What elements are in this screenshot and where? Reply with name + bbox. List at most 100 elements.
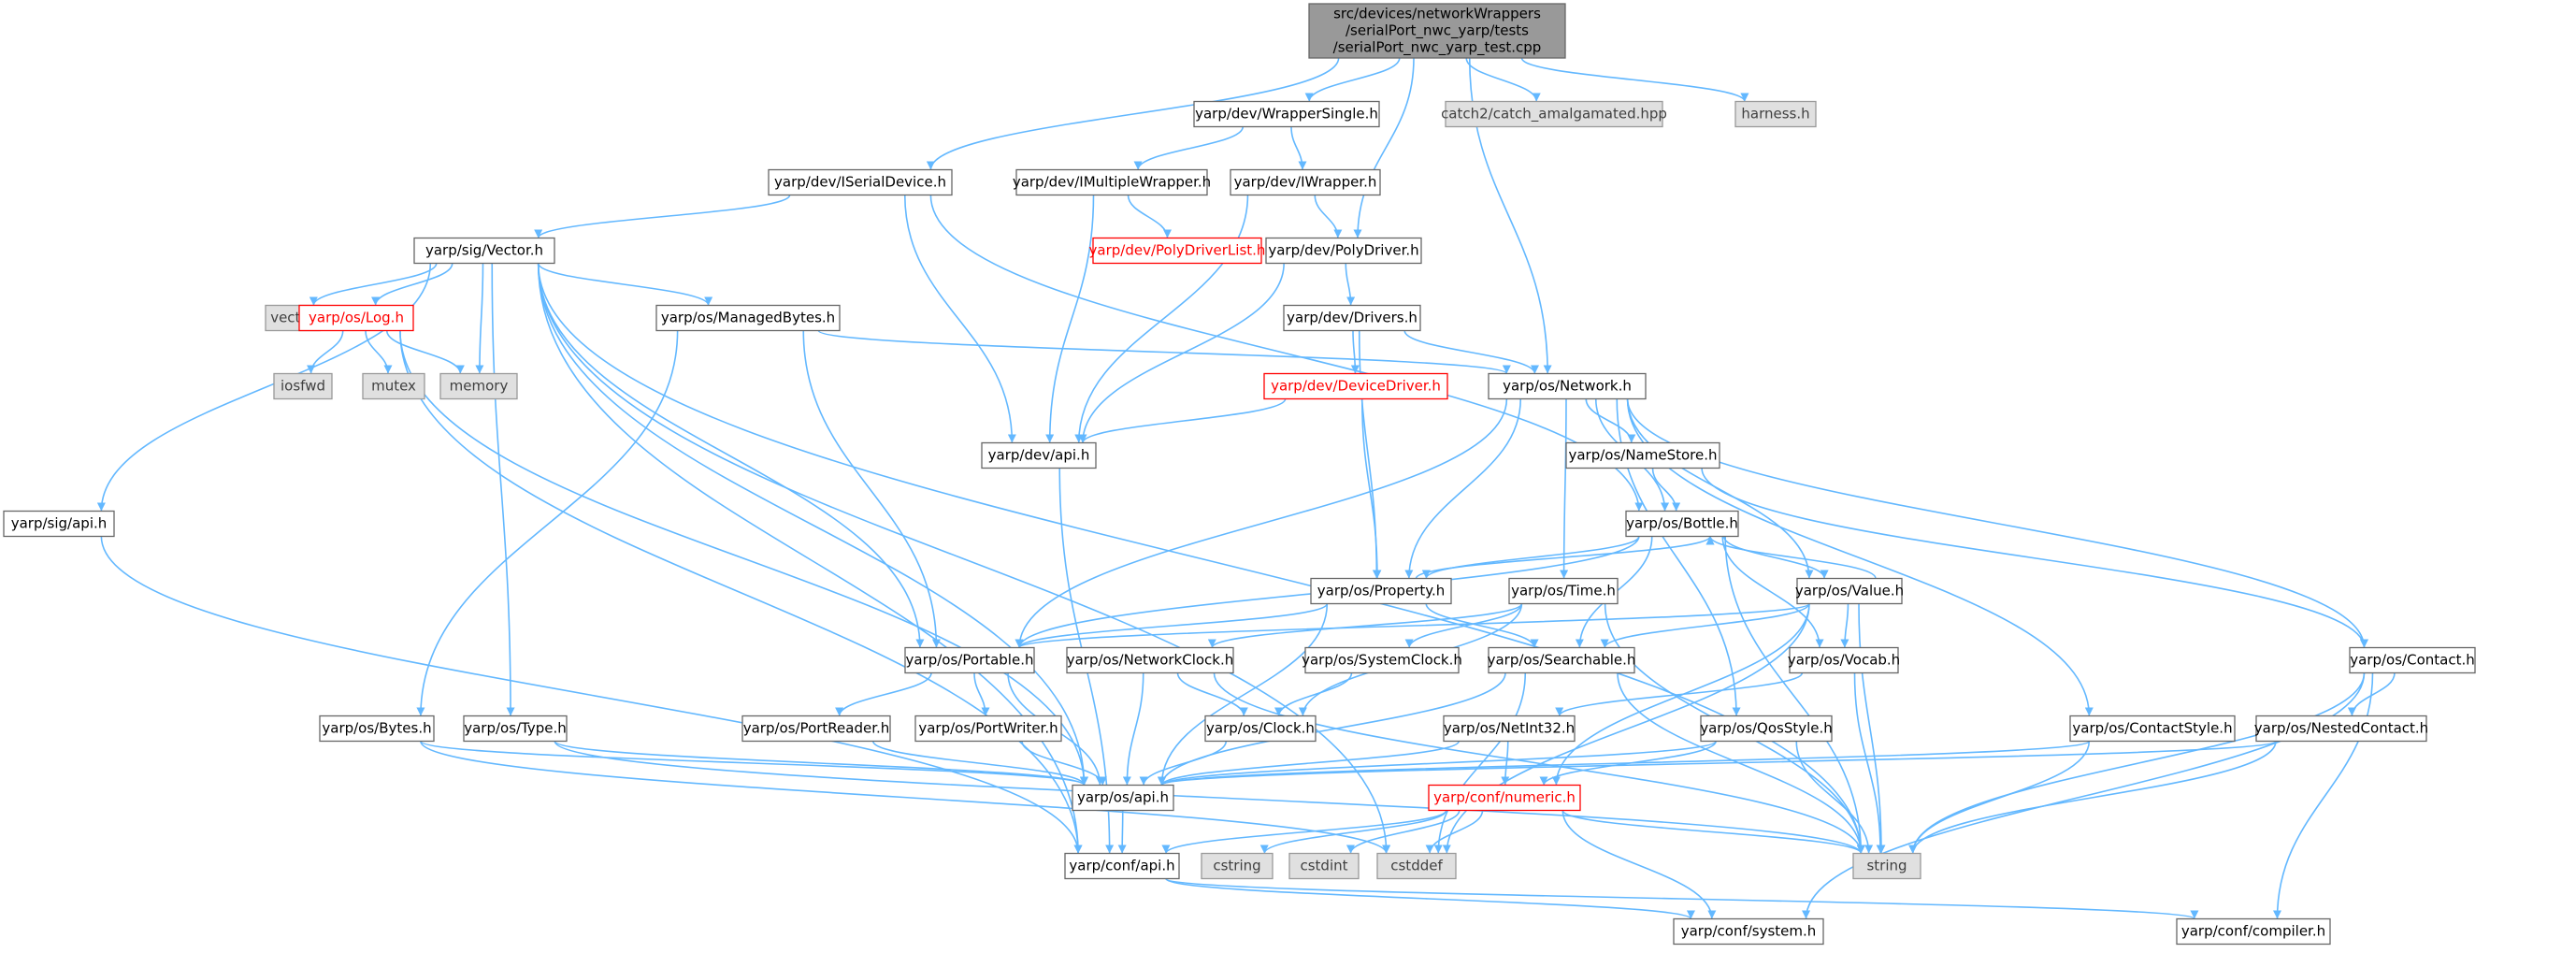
node-value[interactable]: yarp/os/Value.h: [1795, 577, 1904, 605]
node-label: yarp/dev/PolyDriverList.h: [1089, 242, 1266, 259]
node-label: /serialPort_nwc_yarp/tests: [1346, 22, 1529, 40]
node-string[interactable]: string: [1852, 852, 1921, 880]
node-label: yarp/dev/IWrapper.h: [1234, 174, 1377, 191]
edge-sigvector-to-portable: [537, 263, 925, 648]
node-imultiplewrapper[interactable]: yarp/dev/IMultipleWrapper.h: [1013, 168, 1211, 196]
edge-systemclock-to-clock: [1274, 672, 1353, 716]
node-label: yarp/os/Bytes.h: [322, 720, 431, 737]
node-devapi[interactable]: yarp/dev/api.h: [981, 441, 1097, 469]
edge-netint32-to-osapi: [1158, 740, 1460, 787]
node-sigvector[interactable]: yarp/sig/Vector.h: [413, 237, 555, 265]
node-label: yarp/dev/PolyDriver.h: [1268, 242, 1418, 259]
edge-confapi-to-compiler: [1165, 877, 2198, 920]
node-contactstyle[interactable]: yarp/os/ContactStyle.h: [2069, 715, 2236, 743]
edge-portreader-to-osapi: [871, 741, 1088, 786]
node-box: [1508, 577, 1619, 605]
edge-sigvector-to-ostype: [491, 263, 515, 716]
node-label: harness.h: [1741, 106, 1809, 123]
node-numeric[interactable]: yarp/conf/numeric.h: [1428, 784, 1581, 812]
node-box: [463, 715, 568, 743]
node-mutex[interactable]: mutex: [362, 372, 425, 400]
edge-oslog-to-confapi: [399, 330, 1083, 854]
node-box: [1288, 852, 1360, 880]
node-netint32[interactable]: yarp/os/NetInt32.h: [1443, 715, 1576, 743]
node-bottle[interactable]: yarp/os/Bottle.h: [1625, 510, 1739, 538]
node-clock[interactable]: yarp/os/Clock.h: [1204, 715, 1317, 743]
node-oslog[interactable]: yarp/os/Log.h: [298, 304, 414, 332]
node-wrappersingle[interactable]: yarp/dev/WrapperSingle.h: [1193, 100, 1380, 128]
edge-value-to-portable: [1015, 602, 1810, 649]
node-devicedriver[interactable]: yarp/dev/DeviceDriver.h: [1263, 372, 1448, 400]
edge-bottle-to-string: [1724, 536, 1865, 854]
edge-property-to-searchable: [1425, 603, 1539, 648]
node-cstddef[interactable]: cstddef: [1376, 852, 1457, 880]
node-confapi[interactable]: yarp/conf/api.h: [1064, 852, 1180, 880]
node-box: [1852, 852, 1921, 880]
node-osapi[interactable]: yarp/os/api.h: [1072, 784, 1174, 812]
node-polydriver[interactable]: yarp/dev/PolyDriver.h: [1265, 237, 1422, 265]
node-network[interactable]: yarp/os/Network.h: [1488, 372, 1647, 400]
node-qosstyle[interactable]: yarp/os/QosStyle.h: [1700, 715, 1833, 743]
node-harness[interactable]: harness.h: [1734, 100, 1817, 128]
node-label: yarp/os/Type.h: [464, 720, 567, 737]
node-namestore[interactable]: yarp/os/NameStore.h: [1565, 441, 1720, 469]
node-label: yarp/os/NetInt32.h: [1444, 720, 1575, 737]
node-box: [1700, 715, 1833, 743]
node-catch2[interactable]: catch2/catch_amalgamated.hpp: [1441, 100, 1667, 128]
node-label: src/devices/networkWrappers: [1333, 6, 1541, 22]
edge-numeric-to-cstddef: [1425, 810, 1484, 854]
node-label: yarp/os/PortWriter.h: [918, 720, 1058, 737]
node-vocab[interactable]: yarp/os/Vocab.h: [1788, 646, 1900, 674]
edge-iwrapper-to-devapi: [1074, 195, 1249, 443]
node-property[interactable]: yarp/os/Property.h: [1310, 577, 1452, 605]
node-nestedcontact[interactable]: yarp/os/NestedContact.h: [2254, 715, 2428, 743]
node-portreader[interactable]: yarp/os/PortReader.h: [741, 715, 891, 743]
node-label: yarp/conf/api.h: [1069, 858, 1174, 874]
node-box: [904, 646, 1035, 674]
node-portwriter[interactable]: yarp/os/PortWriter.h: [914, 715, 1062, 743]
node-box: [1265, 237, 1422, 265]
node-iserialdevice[interactable]: yarp/dev/ISerialDevice.h: [768, 168, 953, 196]
node-managedbytes[interactable]: yarp/os/ManagedBytes.h: [655, 304, 841, 332]
file-nodes: src/devices/networkWrappers/serialPort_n…: [3, 3, 2476, 946]
edge-portable-to-portwriter: [973, 672, 990, 716]
node-networkclock[interactable]: yarp/os/NetworkClock.h: [1066, 646, 1234, 674]
node-compiler[interactable]: yarp/conf/compiler.h: [2176, 917, 2331, 946]
node-sigapi[interactable]: yarp/sig/api.h: [3, 510, 115, 538]
node-contact[interactable]: yarp/os/Contact.h: [2349, 646, 2476, 674]
node-label: yarp/os/Contact.h: [2350, 652, 2475, 669]
node-cstring[interactable]: cstring: [1201, 852, 1274, 880]
node-box: [1310, 577, 1452, 605]
node-portable[interactable]: yarp/os/Portable.h: [904, 646, 1035, 674]
edge-drivers-to-property: [1358, 330, 1381, 579]
edge-portwriter-to-osapi: [1021, 741, 1107, 786]
node-iosfwd[interactable]: iosfwd: [273, 372, 333, 400]
node-systemclock[interactable]: yarp/os/SystemClock.h: [1302, 646, 1462, 674]
node-ostime[interactable]: yarp/os/Time.h: [1508, 577, 1619, 605]
node-label: yarp/os/NetworkClock.h: [1067, 652, 1234, 669]
node-polydriverlist[interactable]: yarp/dev/PolyDriverList.h: [1089, 237, 1266, 265]
node-ostype[interactable]: yarp/os/Type.h: [463, 715, 568, 743]
edge-numeric-to-system: [1561, 810, 1717, 919]
node-cstdint[interactable]: cstdint: [1288, 852, 1360, 880]
node-drivers[interactable]: yarp/dev/Drivers.h: [1283, 304, 1421, 332]
edge-contact-to-nestedcontact: [2347, 672, 2396, 716]
node-searchable[interactable]: yarp/os/Searchable.h: [1488, 646, 1636, 674]
node-root[interactable]: src/devices/networkWrappers/serialPort_n…: [1308, 3, 1566, 59]
edge-numeric-to-cstdint: [1346, 810, 1461, 854]
node-bytes[interactable]: yarp/os/Bytes.h: [319, 715, 435, 743]
node-label: yarp/dev/Drivers.h: [1287, 310, 1418, 326]
edge-namestore-to-contact: [1701, 468, 2368, 648]
node-memory[interactable]: memory: [439, 372, 518, 400]
node-label: yarp/os/api.h: [1077, 789, 1169, 806]
node-iwrapper[interactable]: yarp/dev/IWrapper.h: [1230, 168, 1381, 196]
node-system[interactable]: yarp/conf/system.h: [1673, 917, 1824, 946]
edge-property-to-osapi: [1157, 603, 1329, 786]
node-label: memory: [450, 378, 509, 395]
node-label: yarp/os/Bottle.h: [1626, 515, 1738, 532]
node-box: [1304, 646, 1460, 674]
node-box: [655, 304, 841, 332]
node-box: [1066, 646, 1234, 674]
edge-ostype-to-string: [554, 741, 1865, 854]
edge-sigvector-to-managedbytes: [537, 263, 713, 306]
